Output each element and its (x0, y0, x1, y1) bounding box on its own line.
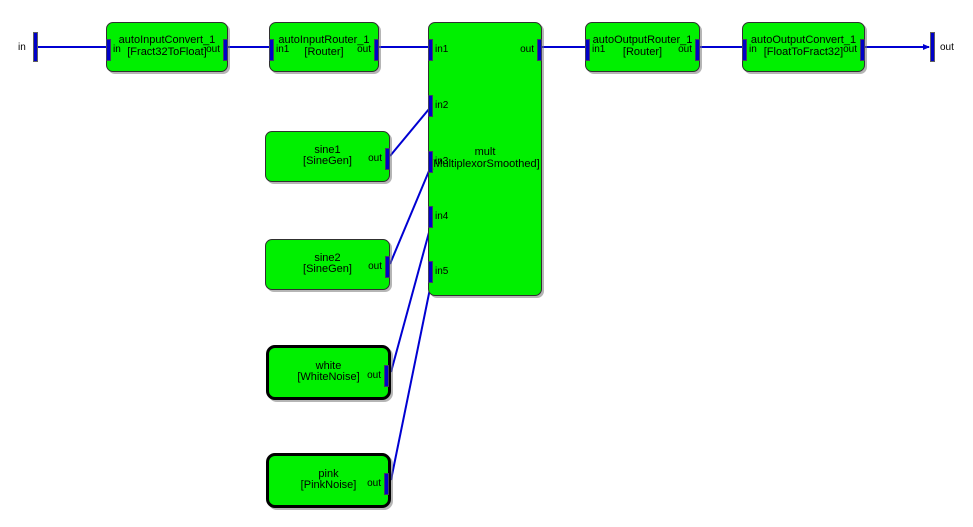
port-autoInputRouter_1-out[interactable] (374, 39, 379, 61)
port-label-pink-out: out (367, 478, 381, 489)
port-sine1-out[interactable] (385, 148, 390, 170)
block-sine2[interactable]: sine2[SineGen]out (265, 239, 390, 290)
port-autoInputConvert_1-out[interactable] (223, 39, 228, 61)
block-white[interactable]: white[WhiteNoise]out (266, 345, 391, 400)
port-label-mult-in2: in2 (435, 100, 449, 111)
port-mult-in2[interactable] (428, 95, 433, 117)
port-label-autoOutputConvert_1-out: out (843, 44, 857, 55)
port-autoOutputRouter_1-in1[interactable] (585, 39, 590, 61)
port-mult-in1[interactable] (428, 39, 433, 61)
port-autoOutputRouter_1-out[interactable] (695, 39, 700, 61)
terminal-label-out: out (940, 42, 954, 53)
wire-pink-to-mult-in5[interactable] (390, 268, 436, 481)
port-label-white-out: out (367, 370, 381, 381)
port-mult-in4[interactable] (428, 206, 433, 228)
port-mult-in5[interactable] (428, 261, 433, 283)
port-label-mult-in5: in5 (435, 266, 449, 277)
port-autoOutputConvert_1-in[interactable] (742, 39, 747, 61)
terminal-out[interactable] (930, 32, 935, 62)
port-mult-in3[interactable] (428, 151, 433, 173)
port-pink-out[interactable] (384, 473, 389, 495)
port-label-autoInputConvert_1-out: out (206, 44, 220, 55)
port-label-autoInputRouter_1-in1: in1 (276, 44, 290, 55)
block-sine1[interactable]: sine1[SineGen]out (265, 131, 390, 182)
port-label-autoOutputConvert_1-in: in (749, 44, 757, 55)
port-label-mult-out: out (520, 44, 534, 55)
port-mult-out[interactable] (537, 39, 542, 61)
port-label-sine1-out: out (368, 153, 382, 164)
port-autoInputConvert_1-in[interactable] (106, 39, 111, 61)
port-autoInputRouter_1-in1[interactable] (269, 39, 274, 61)
port-label-autoOutputRouter_1-out: out (678, 44, 692, 55)
terminal-label-in: in (18, 42, 26, 53)
port-label-autoInputRouter_1-out: out (357, 44, 371, 55)
port-sine2-out[interactable] (385, 256, 390, 278)
port-white-out[interactable] (384, 365, 389, 387)
port-label-sine2-out: out (368, 261, 382, 272)
port-label-mult-in4: in4 (435, 211, 449, 222)
terminal-in[interactable] (33, 32, 38, 62)
port-label-mult-in1: in1 (435, 44, 449, 55)
block-pink[interactable]: pink[PinkNoise]out (266, 453, 391, 508)
port-label-mult-in3: in3 (435, 156, 449, 167)
port-label-autoInputConvert_1-in: in (113, 44, 121, 55)
port-label-autoOutputRouter_1-in1: in1 (592, 44, 606, 55)
port-autoOutputConvert_1-out[interactable] (860, 39, 865, 61)
